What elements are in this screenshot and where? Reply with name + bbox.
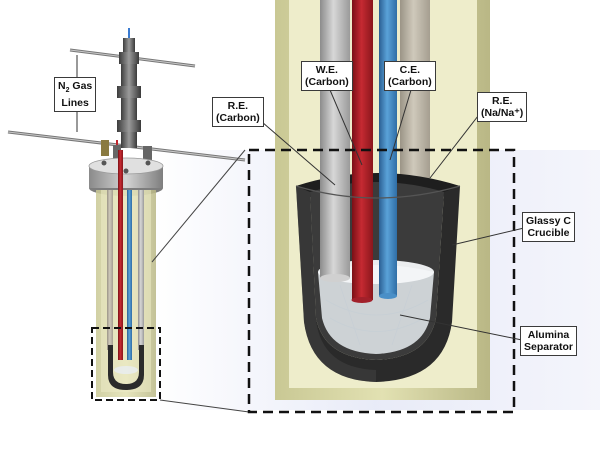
small-cell — [7, 28, 246, 401]
label-re-na: R.E. (Na/Na⁺) — [477, 92, 528, 122]
label-alumina-separator: Alumina Separator — [520, 326, 578, 356]
label-glassy-c-crucible: Glassy C Crucible — [522, 212, 575, 242]
label-ce-carbon: C.E. (Carbon) — [384, 61, 436, 91]
label-n2-gas-lines: N2 Gas Lines — [54, 77, 97, 113]
label-re-carbon: R.E. (Carbon) — [212, 97, 264, 127]
leader-lines — [76, 55, 525, 341]
zoom-view — [247, 0, 516, 414]
label-we-carbon: W.E. (Carbon) — [301, 61, 353, 91]
